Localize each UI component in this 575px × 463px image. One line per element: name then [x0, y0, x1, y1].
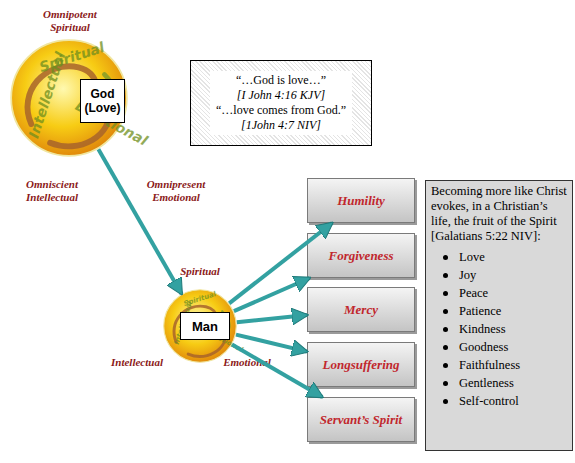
fruit-name: Self-control — [459, 394, 519, 408]
node-label: God (Love) — [81, 87, 124, 115]
fruit-item: Joy — [431, 266, 567, 284]
fruit-item: Self-control — [431, 392, 567, 410]
scripture-reference: [I John 4:16 KJV] — [216, 88, 346, 103]
man-circle: SpiritualIntellectualEmotionalMan — [163, 289, 237, 363]
bullet-dot — [443, 345, 448, 350]
fruit-name: Gentleness — [459, 376, 514, 390]
attribute-label: Intellectual — [104, 356, 170, 369]
fruit-intro: Becoming more like Christ evokes, in a C… — [431, 184, 567, 244]
god-box: God (Love) — [80, 79, 125, 123]
connector-arrow — [237, 315, 307, 322]
quote-text: “…God is love…” — [216, 73, 346, 88]
attribute-label: Omniscient Intellectual — [14, 178, 90, 204]
bullet-dot — [443, 381, 448, 386]
connector-arrow — [234, 278, 310, 311]
bullet-dot — [443, 399, 448, 404]
fruit-name: Peace — [459, 286, 488, 300]
attribute-label: Omnipresent Emotional — [136, 178, 216, 204]
fruit-name: Love — [459, 250, 485, 264]
bullet-dot — [443, 273, 448, 278]
scripture-reference: [1John 4:7 NIV] — [216, 118, 346, 133]
attribute-label: Omnipotent Spiritual — [33, 8, 107, 34]
fruit-item: Gentleness — [431, 374, 567, 392]
fruit-item: Goodness — [431, 338, 567, 356]
circle-fill — [164, 290, 237, 363]
fruit-item: Love — [431, 248, 567, 266]
virtue-label: Servant’s Spirit — [320, 412, 402, 428]
connector-arrow — [236, 335, 307, 352]
bullet-dot — [443, 291, 448, 296]
connector-arrow — [98, 149, 181, 294]
virtue-box: Forgiveness — [307, 233, 415, 278]
bullet-dot — [443, 363, 448, 368]
quote-panel: “…God is love…”[I John 4:16 KJV]“…love c… — [210, 71, 352, 135]
virtue-box: Humility — [307, 178, 415, 223]
fruit-name: Patience — [459, 304, 501, 318]
fruit-name: Faithfulness — [459, 358, 520, 372]
virtue-box: Longsuffering — [307, 342, 415, 387]
quote-text: “…love comes from God.” — [216, 103, 346, 118]
virtue-label: Humility — [337, 193, 385, 209]
fruit-list-box: Becoming more like Christ evokes, in a C… — [425, 180, 573, 451]
fruit-item: Patience — [431, 302, 567, 320]
virtue-box: Mercy — [307, 287, 415, 332]
virtue-label: Longsuffering — [322, 357, 399, 373]
attribute-label: Spiritual — [167, 265, 233, 278]
bullet-dot — [443, 327, 448, 332]
god-circle: SpiritualIntellectualEmotionalGod (Love) — [10, 39, 128, 157]
man-box: Man — [180, 312, 230, 340]
bullet-dot — [443, 309, 448, 314]
attribute-label: Emotional — [214, 356, 280, 369]
fruit-name: Joy — [459, 268, 476, 282]
fruit-name: Kindness — [459, 322, 506, 336]
fruit-name: Goodness — [459, 340, 508, 354]
virtue-label: Forgiveness — [329, 248, 394, 264]
virtue-box: Servant’s Spirit — [307, 397, 415, 442]
scripture-box: “…God is love…”[I John 4:16 KJV]“…love c… — [190, 60, 372, 146]
fruit-item: Kindness — [431, 320, 567, 338]
virtue-label: Mercy — [344, 302, 378, 318]
node-label: Man — [192, 319, 218, 334]
fruit-item: Peace — [431, 284, 567, 302]
bullet-dot — [443, 255, 448, 260]
fruit-item: Faithfulness — [431, 356, 567, 374]
